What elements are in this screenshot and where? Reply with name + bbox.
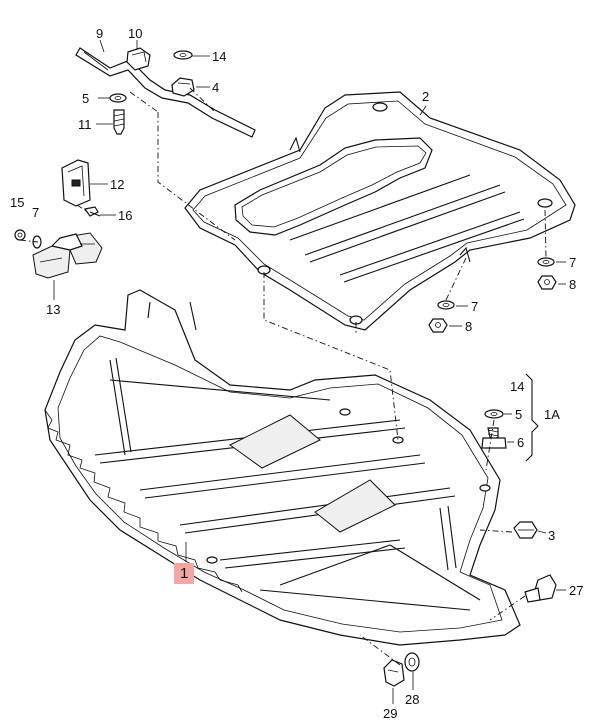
callout-11: 11 — [78, 117, 92, 132]
callout-4: 4 — [212, 80, 220, 95]
leader-lines — [53, 39, 566, 704]
assembly-lines — [19, 87, 547, 666]
callout-7-left: 7 — [32, 205, 40, 220]
callout-6: 6 — [517, 435, 525, 450]
left-bracket-13 — [14, 229, 103, 279]
callout-16: 16 — [118, 208, 133, 223]
callout-5-group: 5 — [515, 407, 523, 422]
right-fasteners — [428, 257, 557, 333]
callout-10: 10 — [128, 26, 143, 41]
nut-3 — [513, 521, 538, 539]
main-underbody-shield — [44, 289, 521, 646]
fastener-group-1a — [481, 409, 507, 449]
callout-14-group: 14 — [510, 379, 525, 394]
callout-7-right-top: 7 — [569, 255, 577, 270]
callout-1-highlighted[interactable]: 1 — [174, 563, 195, 584]
callout-2: 2 — [422, 89, 430, 104]
callout-8-right-mid: 8 — [465, 319, 473, 334]
callout-27: 27 — [569, 583, 584, 598]
callout-13: 13 — [46, 302, 61, 317]
callout-15: 15 — [10, 195, 25, 210]
clip-27 — [524, 574, 557, 603]
upper-bracket-assembly — [75, 47, 256, 138]
callout-14-top: 14 — [212, 49, 227, 64]
callout-8-right-top: 8 — [569, 277, 577, 292]
callout-28: 28 — [405, 692, 420, 707]
callout-5-top: 5 — [82, 91, 90, 106]
callout-12: 12 — [110, 177, 125, 192]
callout-29: 29 — [383, 706, 398, 721]
side-bracket-assembly — [61, 159, 101, 217]
callout-9: 9 — [96, 26, 104, 41]
callout-1a: 1A — [544, 407, 560, 422]
fasteners-28-29 — [383, 652, 420, 687]
callout-3: 3 — [548, 528, 556, 543]
callout-7-right-mid: 7 — [471, 299, 479, 314]
